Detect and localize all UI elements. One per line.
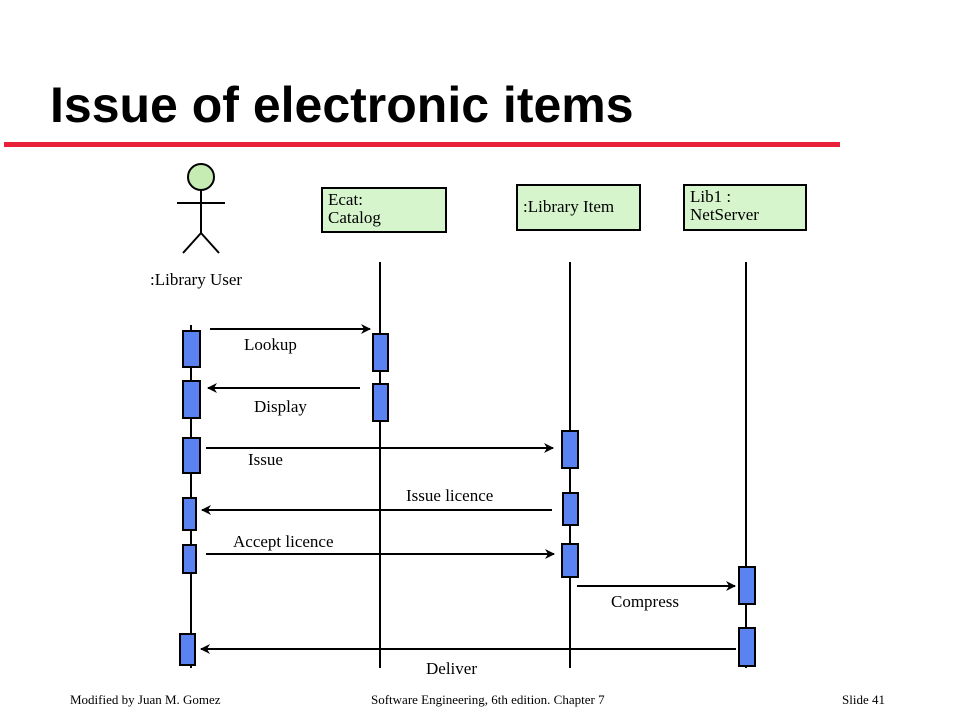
message-label-lookup: Lookup: [244, 335, 297, 354]
actor-head: [187, 163, 215, 191]
message-label-issue-licence: Issue licence: [406, 486, 494, 505]
message-label-issue: Issue: [248, 450, 283, 469]
activation-bar: [182, 437, 201, 474]
message-label-deliver: Deliver: [426, 659, 477, 678]
actor-label: :Library User: [150, 270, 243, 289]
activation-bar: [372, 383, 389, 422]
message-label-compress: Compress: [611, 592, 679, 611]
object-box-library-item: :Library Item: [516, 184, 641, 231]
message-label-display: Display: [254, 397, 307, 416]
message-label-accept-licence: Accept licence: [233, 532, 334, 551]
activation-bar: [738, 627, 756, 667]
footer-slide-number: Slide 41: [842, 692, 885, 707]
activation-bar: [372, 333, 389, 372]
slide-title: Issue of electronic items: [50, 77, 634, 133]
activation-bar: [738, 566, 756, 605]
actor-stick-figure-icon: [177, 163, 225, 254]
activation-bar: [182, 544, 197, 574]
object-box-catalog: Ecat: Catalog: [321, 187, 447, 233]
footer-course: Software Engineering, 6th edition. Chapt…: [371, 692, 605, 707]
activation-bar: [179, 633, 196, 666]
activation-bar: [562, 492, 579, 526]
activation-bar: [561, 430, 579, 469]
activation-bar: [182, 497, 197, 531]
title-underline: [4, 142, 840, 147]
footer-author: Modified by Juan M. Gomez: [70, 692, 221, 707]
activation-bar: [182, 330, 201, 368]
activation-bar: [561, 543, 579, 578]
activation-bar: [182, 380, 201, 419]
object-box-netserver: Lib1 : NetServer: [683, 184, 807, 231]
